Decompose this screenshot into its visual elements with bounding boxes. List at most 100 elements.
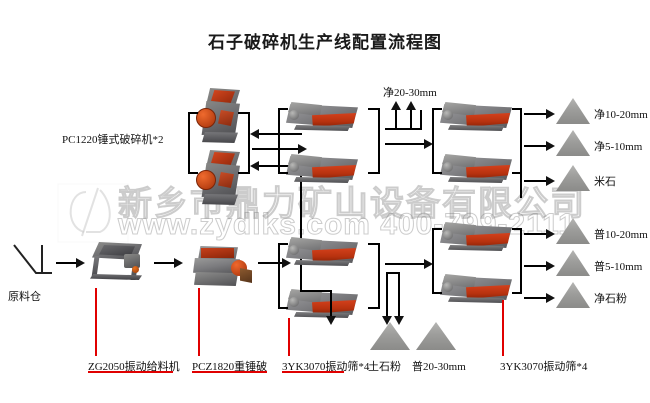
marker-red-midscreens: [288, 318, 290, 356]
bracket-midscreens-left-bottom: [278, 307, 288, 309]
bracket-rightscreens-top-right-vertical: [520, 108, 522, 198]
flow-line-out-2: [524, 145, 548, 147]
arrowhead-bin-to-feeder: [76, 258, 85, 268]
arrowhead-return-up-a: [391, 101, 401, 110]
flow-line-return-up-a: [395, 108, 397, 130]
flow-line-down-to-pile-pu2030-a: [386, 272, 388, 318]
flow-line-down-to-pile-tushifen: [330, 290, 332, 318]
label-equipment-midscreens: 3YK3070振动筛*4: [282, 361, 370, 373]
arrowhead-out-2: [546, 141, 555, 151]
label-out-5: 普5-10mm: [594, 261, 643, 273]
hammer-crusher-pc1220-upper: [196, 88, 246, 146]
bracket-topscreens-left-bottom: [278, 172, 288, 174]
stockpile-mid-1: [370, 322, 410, 350]
arrowhead-topscreen-to-rightscreen: [424, 139, 433, 149]
bracket-rightscreens-bottom-left-vertical: [432, 228, 434, 294]
underline-red-pcz: [192, 371, 267, 373]
marker-red-pcz: [198, 288, 200, 356]
bracket-rightscreens-top-right-top: [512, 108, 522, 110]
bracket-topscreens-right-vertical: [378, 108, 380, 174]
stockpile-out-5: [556, 250, 590, 276]
stockpile-out-2: [556, 130, 590, 156]
bracket-hammer-left-vertical: [188, 112, 190, 174]
label-mid-pile-2: 普20-30mm: [412, 361, 466, 373]
stockpile-out-3: [556, 165, 590, 191]
vibrating-screen-3yk3070-right-3: [440, 220, 512, 254]
flow-line-out-4: [524, 233, 548, 235]
flow-line-out-1: [524, 113, 548, 115]
marker-red-feeder: [95, 288, 97, 356]
flow-line-out-6: [524, 297, 548, 299]
underline-red-feeder: [88, 371, 173, 373]
flow-line-pcz-to-midscreens: [258, 262, 284, 264]
stockpile-out-4: [556, 218, 590, 244]
bracket-rightscreens-top-left-top: [432, 108, 442, 110]
arrowhead-midscreen-to-rightscreen: [424, 259, 433, 269]
heavy-hammer-crusher-pcz1820: [190, 246, 252, 290]
flow-line-return-riser: [420, 110, 422, 130]
arrowhead-down-pu2030-b: [394, 316, 404, 325]
stockpile-mid-2: [416, 322, 456, 350]
page-title: 石子破碎机生产线配置流程图: [208, 33, 442, 52]
bracket-topscreens-right-bottom: [368, 172, 378, 174]
marker-red-rightscreens: [502, 300, 504, 356]
bracket-topscreens-right-top: [368, 108, 378, 110]
label-equipment-pcz: PCZ1820重锤破: [192, 361, 268, 373]
label-clean-20-30-return: 净20-30mm: [383, 87, 437, 99]
flow-line-topscreen-to-hammer: [258, 133, 302, 135]
vibrating-screen-3yk3070-right-1: [440, 100, 512, 134]
flow-line-feeder-to-pcz: [154, 262, 176, 264]
bracket-rightscreens-top-left-bottom: [432, 172, 442, 174]
underline-red-midscreens: [282, 371, 344, 373]
bracket-hammer-left-bottom: [188, 172, 198, 174]
arrowhead-out-1: [546, 109, 555, 119]
bracket-midscreens-right-top: [368, 243, 378, 245]
flow-line-return-bus-left: [385, 128, 411, 130]
bracket-hammer-right-top: [238, 112, 248, 114]
arrowhead-out-4: [546, 229, 555, 239]
label-out-6: 净石粉: [594, 293, 627, 305]
bracket-topscreens-left-top: [278, 108, 288, 110]
flow-line-return-bus-right: [410, 128, 422, 130]
arrowhead-feeder-to-pcz: [174, 258, 183, 268]
flow-line-bin-to-feeder: [56, 262, 78, 264]
flow-line-bus-pu2030: [386, 272, 400, 274]
raw-material-bin-icon: [12, 243, 60, 277]
hammer-crusher-pc1220-lower: [196, 150, 246, 208]
vibrating-feeder-zg2050: [88, 242, 150, 286]
bracket-rightscreens-bottom-left-bottom: [432, 292, 442, 294]
arrowhead-out-5: [546, 261, 555, 271]
bracket-rightscreens-bottom-right-bottom: [512, 292, 522, 294]
vibrating-screen-3yk3070-mid-1: [286, 235, 358, 269]
label-raw-bin: 原料仓: [8, 291, 41, 303]
flow-line-out-3: [524, 180, 548, 182]
vibrating-screen-3yk3070-right-2: [440, 152, 512, 186]
label-hammer-crusher: PC1220锤式破碎机*2: [62, 134, 164, 146]
arrowhead-down-tushifen: [326, 316, 336, 325]
flow-line-return-up-b: [410, 108, 412, 130]
bracket-rightscreens-top-left-vertical: [432, 108, 434, 174]
stockpile-out-6: [556, 282, 590, 308]
bracket-midscreens-right-vertical: [378, 243, 380, 309]
arrowhead-hammer-to-topscreen: [298, 144, 307, 154]
bracket-midscreens-left-vertical: [278, 243, 280, 309]
arrowhead-pcz-to-midscreens: [282, 258, 291, 268]
vibrating-screen-3yk3070-top-2: [286, 152, 358, 186]
arrowhead-out-3: [546, 176, 555, 186]
arrowhead-out-6: [546, 293, 555, 303]
label-out-1: 净10-20mm: [594, 109, 648, 121]
bracket-midscreens-right-bottom: [368, 307, 378, 309]
label-out-4: 普10-20mm: [594, 229, 648, 241]
flow-line-down-to-pile-pu2030-b: [398, 272, 400, 318]
flow-line-midbus-riser: [300, 165, 302, 290]
bracket-hammer-right-bottom: [238, 172, 248, 174]
bracket-topscreens-left-vertical: [278, 108, 280, 174]
label-mid-pile-1: 土石粉: [368, 361, 401, 373]
vibrating-screen-3yk3070-mid-2: [286, 287, 358, 321]
bracket-hammer-left-top: [188, 112, 198, 114]
flow-line-out-5: [524, 265, 548, 267]
label-equipment-feeder: ZG2050振动给料机: [88, 361, 180, 373]
bracket-rightscreens-bottom-right-top: [512, 228, 522, 230]
bracket-midscreens-left-top: [278, 243, 288, 245]
